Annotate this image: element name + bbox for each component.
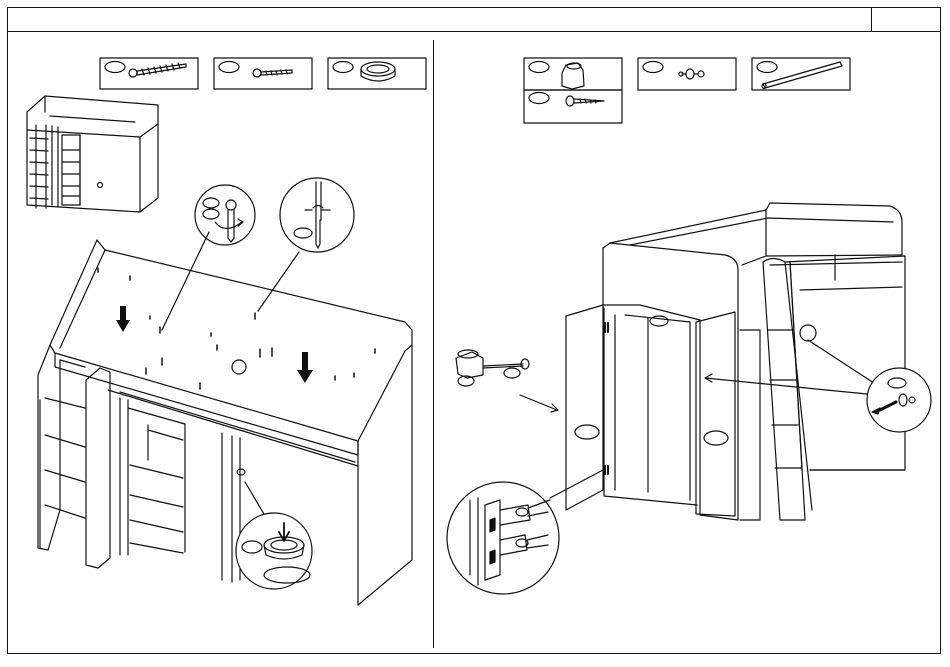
- loft-bed-thumbnail: [27, 96, 158, 212]
- screw-short-icon: [253, 69, 292, 77]
- hardware-box-5: [638, 58, 736, 90]
- hinge-detail-callout: [447, 470, 603, 594]
- knob-screw-detail: [456, 350, 558, 412]
- wood-screw-icon: [566, 96, 604, 106]
- grommet-cap-icon: [361, 62, 395, 81]
- grommet-insert-callout: [236, 482, 312, 589]
- hardware-box-3: [328, 58, 426, 89]
- screw-long-icon: [129, 63, 186, 77]
- pin-insert-callout: [867, 368, 931, 432]
- hardware-box-2: [214, 58, 312, 89]
- screw-insert-callout: [258, 178, 354, 311]
- loft-bed-left-drawing: [38, 240, 412, 605]
- hardware-box-4: [524, 58, 622, 123]
- hinge-pin-icon: [679, 69, 704, 79]
- rail-rod-icon: [762, 62, 842, 89]
- left-hardware-row: [100, 58, 426, 89]
- hardware-box-6: [752, 58, 850, 90]
- door-knob-icon: [562, 63, 584, 89]
- screw-hole-marks: [98, 268, 375, 389]
- assembly-arrows: [705, 340, 877, 395]
- hardware-box-1: [100, 58, 198, 89]
- right-hardware-row: [524, 58, 850, 123]
- loft-bed-right-drawing: [566, 203, 905, 520]
- screw-rotate-callout: [162, 185, 255, 330]
